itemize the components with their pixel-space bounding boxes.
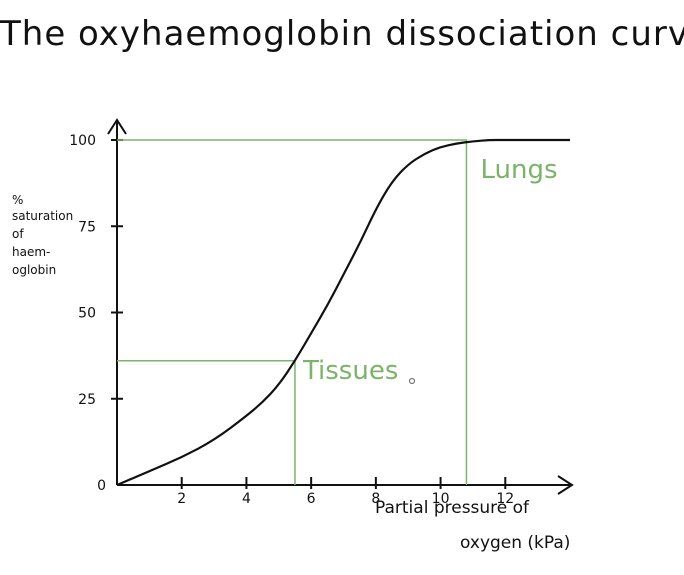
y-tick-25: 25 bbox=[78, 392, 123, 408]
y-axis-title-line-3: of bbox=[12, 227, 24, 241]
y-axis-title-line-1: % bbox=[12, 193, 23, 207]
x-axis-title-line-2: oxygen (kPa) bbox=[460, 533, 570, 553]
x-tick-4: 4 bbox=[242, 477, 251, 507]
tissues-label: Tissues bbox=[302, 356, 398, 386]
x-tick-12: 12 bbox=[496, 477, 514, 507]
y-tick-label-50: 50 bbox=[78, 306, 96, 322]
x-tick-6: 6 bbox=[307, 477, 316, 507]
y-axis-title-line-2: saturation bbox=[12, 209, 73, 223]
y-tick-label-75: 75 bbox=[78, 219, 96, 235]
x-tick-label-12: 12 bbox=[496, 491, 514, 507]
x-axis-arrow bbox=[557, 475, 574, 495]
tissues-guide-line bbox=[117, 360, 296, 485]
x-tick-8: 8 bbox=[371, 477, 380, 507]
y-tick-100: 100 bbox=[69, 133, 123, 149]
x-tick-label-4: 4 bbox=[242, 491, 251, 507]
y-tick-label-25: 25 bbox=[78, 392, 96, 408]
chart-title: The oxyhaemoglobin dissociation curve bbox=[0, 14, 684, 54]
x-tick-2: 2 bbox=[177, 477, 186, 507]
stray-dot bbox=[408, 377, 416, 385]
lungs-label: Lungs bbox=[480, 155, 557, 185]
y-tick-label-100: 100 bbox=[69, 133, 96, 149]
x-tick-label-10: 10 bbox=[432, 491, 450, 507]
x-tick-10: 10 bbox=[432, 477, 450, 507]
x-tick-label-8: 8 bbox=[371, 491, 380, 507]
y-tick-50: 50 bbox=[78, 306, 123, 322]
y-tick-label-0: 0 bbox=[97, 478, 106, 494]
y-axis-title-line-4: haem- bbox=[12, 245, 50, 259]
y-tick-0: 0 bbox=[97, 478, 106, 494]
y-tick-75: 75 bbox=[78, 219, 123, 235]
y-axis-arrow bbox=[107, 118, 127, 135]
dissociation-curve bbox=[116, 138, 570, 487]
x-axis-title-line-1: Partial pressure of bbox=[375, 498, 530, 518]
x-tick-label-6: 6 bbox=[307, 491, 316, 507]
lungs-guide-line bbox=[117, 139, 468, 485]
x-tick-label-2: 2 bbox=[177, 491, 186, 507]
y-axis-title-line-5: oglobin bbox=[12, 263, 56, 277]
